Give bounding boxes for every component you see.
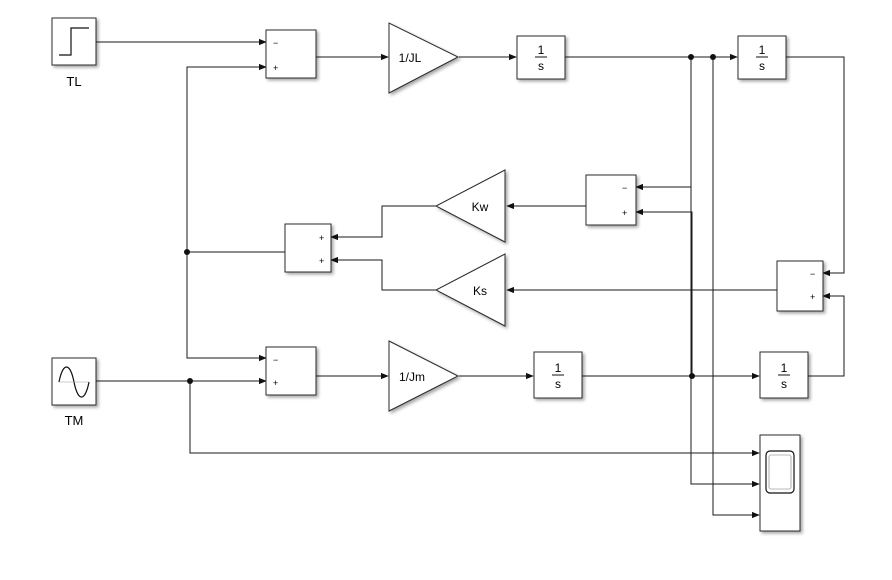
sum-block-speed-diff[interactable]: − +: [585, 174, 637, 226]
sum-sign-plus: +: [273, 63, 278, 73]
integrator-block-1[interactable]: 1 s: [516, 35, 566, 80]
branch-dot: [688, 54, 694, 60]
branch-dot: [710, 54, 716, 60]
integrator-denominator: s: [759, 59, 765, 73]
integrator-numerator: 1: [781, 361, 788, 375]
sum-sign-plus: +: [810, 292, 815, 302]
integrator-block-3[interactable]: 1 s: [533, 351, 583, 399]
integrator-block-4[interactable]: 1 s: [759, 351, 809, 399]
gain-block-1-jm[interactable]: 1/Jm: [388, 340, 460, 412]
scope-block[interactable]: [759, 434, 801, 532]
gain-block-1-jl[interactable]: 1/JL: [388, 22, 460, 94]
gain-label-kw: Kw: [472, 200, 489, 214]
wire-int2-to-sumks-minus[interactable]: [786, 56, 845, 277]
branch-dot: [187, 378, 193, 384]
integrator-denominator: s: [538, 59, 544, 73]
sum-sign-plus: +: [319, 256, 324, 266]
sum-sign-minus: −: [273, 355, 278, 365]
wire-feedback-to-sum1[interactable]: [186, 63, 267, 252]
gain-block-ks[interactable]: Ks: [434, 253, 506, 327]
sum-sign-minus: −: [622, 183, 627, 193]
wire-tm-to-scope1[interactable]: [189, 381, 760, 457]
sum-block-shaft-torque[interactable]: + +: [284, 223, 332, 273]
integrator-numerator: 1: [538, 43, 545, 57]
wire-wl-to-scope2[interactable]: [690, 187, 760, 488]
sum-block-angle-diff[interactable]: − +: [776, 260, 824, 312]
gain-block-kw[interactable]: Kw: [434, 169, 506, 243]
integrator-numerator: 1: [759, 43, 766, 57]
wire-wl-to-scope3[interactable]: [712, 57, 760, 519]
branch-dot: [689, 373, 695, 379]
branch-points: [184, 54, 716, 384]
gain-label-ks: Ks: [473, 284, 487, 298]
sum-sign-plus: +: [622, 208, 627, 218]
sum-block-load[interactable]: − +: [265, 29, 317, 79]
integrator-numerator: 1: [555, 361, 562, 375]
sum-sign-minus: −: [273, 38, 278, 48]
integrator-denominator: s: [555, 377, 561, 391]
scope-screen-icon: [765, 450, 795, 494]
integrator-block-2[interactable]: 1 s: [737, 35, 787, 80]
gain-label-1-jl: 1/JL: [399, 51, 422, 65]
step-source-block[interactable]: TL: [51, 17, 97, 89]
sine-source-label: TM: [65, 413, 84, 428]
wire-kw-to-sumc[interactable]: [330, 205, 436, 241]
wire-int4-to-sumks-plus[interactable]: [808, 292, 845, 377]
wire-wm-to-sumkw-plus[interactable]: [635, 208, 693, 376]
integrator-denominator: s: [781, 377, 787, 391]
wire-feedback-to-sum2[interactable]: [186, 252, 267, 362]
step-source-label: TL: [66, 74, 81, 89]
signal-lines: [96, 38, 845, 519]
sum-sign-plus: +: [319, 233, 324, 243]
step-icon: [59, 27, 89, 56]
branch-dot: [184, 249, 190, 255]
sum-sign-minus: −: [810, 269, 815, 279]
sum-sign-plus: +: [273, 378, 278, 388]
wire-ks-to-sumc[interactable]: [330, 256, 436, 291]
sine-source-block[interactable]: TM: [51, 357, 97, 428]
sum-block-motor[interactable]: − +: [265, 346, 317, 396]
gain-label-1-jm: 1/Jm: [399, 370, 425, 384]
wire-wl-to-sumkw-minus[interactable]: [635, 57, 692, 191]
